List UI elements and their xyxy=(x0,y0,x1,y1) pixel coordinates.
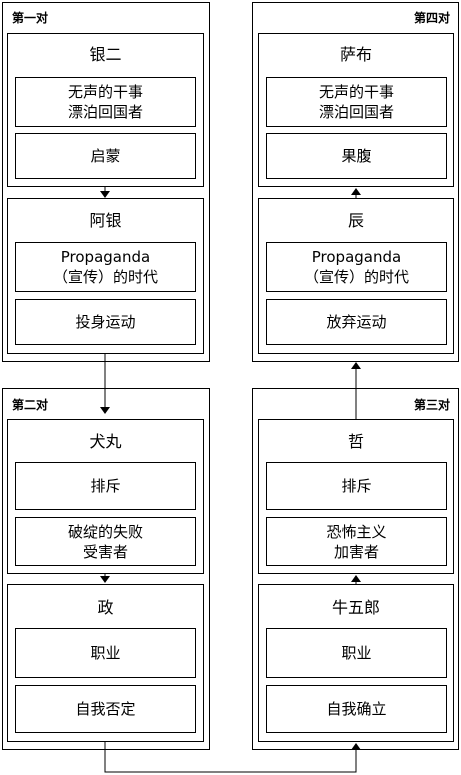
arrow-head-up xyxy=(351,362,361,369)
trait-box: Propaganda （宣传）的时代 xyxy=(15,242,196,292)
character-name-tetsu: 哲 xyxy=(347,432,364,451)
trait-box: 放弃运动 xyxy=(266,299,447,345)
trait-box: 职业 xyxy=(15,628,196,678)
trait-box: Propaganda （宣传）的时代 xyxy=(266,242,447,292)
pair-2-label: 第二对 xyxy=(12,398,49,412)
arrow-shaft xyxy=(104,742,357,773)
arrow-head-down xyxy=(100,407,110,414)
trait-box: 无声的干事 漂泊回国者 xyxy=(15,77,196,127)
pair-3-label: 第三对 xyxy=(413,398,450,412)
trait-box: 排斥 xyxy=(266,462,447,510)
trait-box: 排斥 xyxy=(15,462,196,510)
character-name-sabu: 萨布 xyxy=(339,45,372,64)
trait-box: 恐怖主义 加害者 xyxy=(266,517,447,566)
arrow-head-down xyxy=(100,576,110,583)
trait-box: 自我确立 xyxy=(266,685,447,733)
character-name-yin-er: 银二 xyxy=(89,45,122,64)
trait-box: 自我否定 xyxy=(15,685,196,733)
character-name-tatsu: 辰 xyxy=(347,211,364,230)
trait-box: 启蒙 xyxy=(15,133,196,179)
trait-box: 投身运动 xyxy=(15,299,196,345)
arrow-head-down xyxy=(100,191,110,198)
arrow-head-up xyxy=(351,743,361,750)
character-name-ushigoro: 牛五郎 xyxy=(331,598,380,617)
trait-box: 破绽的失败 受害者 xyxy=(15,517,196,566)
character-name-inumaru: 犬丸 xyxy=(89,432,122,451)
arrow-head-up xyxy=(351,188,361,195)
arrow-head-up xyxy=(351,575,361,582)
character-name-a-yin: 阿银 xyxy=(89,211,122,230)
trait-box: 无声的干事 漂泊回国者 xyxy=(266,77,447,127)
trait-box: 果腹 xyxy=(266,133,447,179)
trait-box: 职业 xyxy=(266,628,447,678)
character-name-masa: 政 xyxy=(97,598,114,617)
pair-1-label: 第一对 xyxy=(12,11,49,25)
pair-4-label: 第四对 xyxy=(413,11,450,25)
